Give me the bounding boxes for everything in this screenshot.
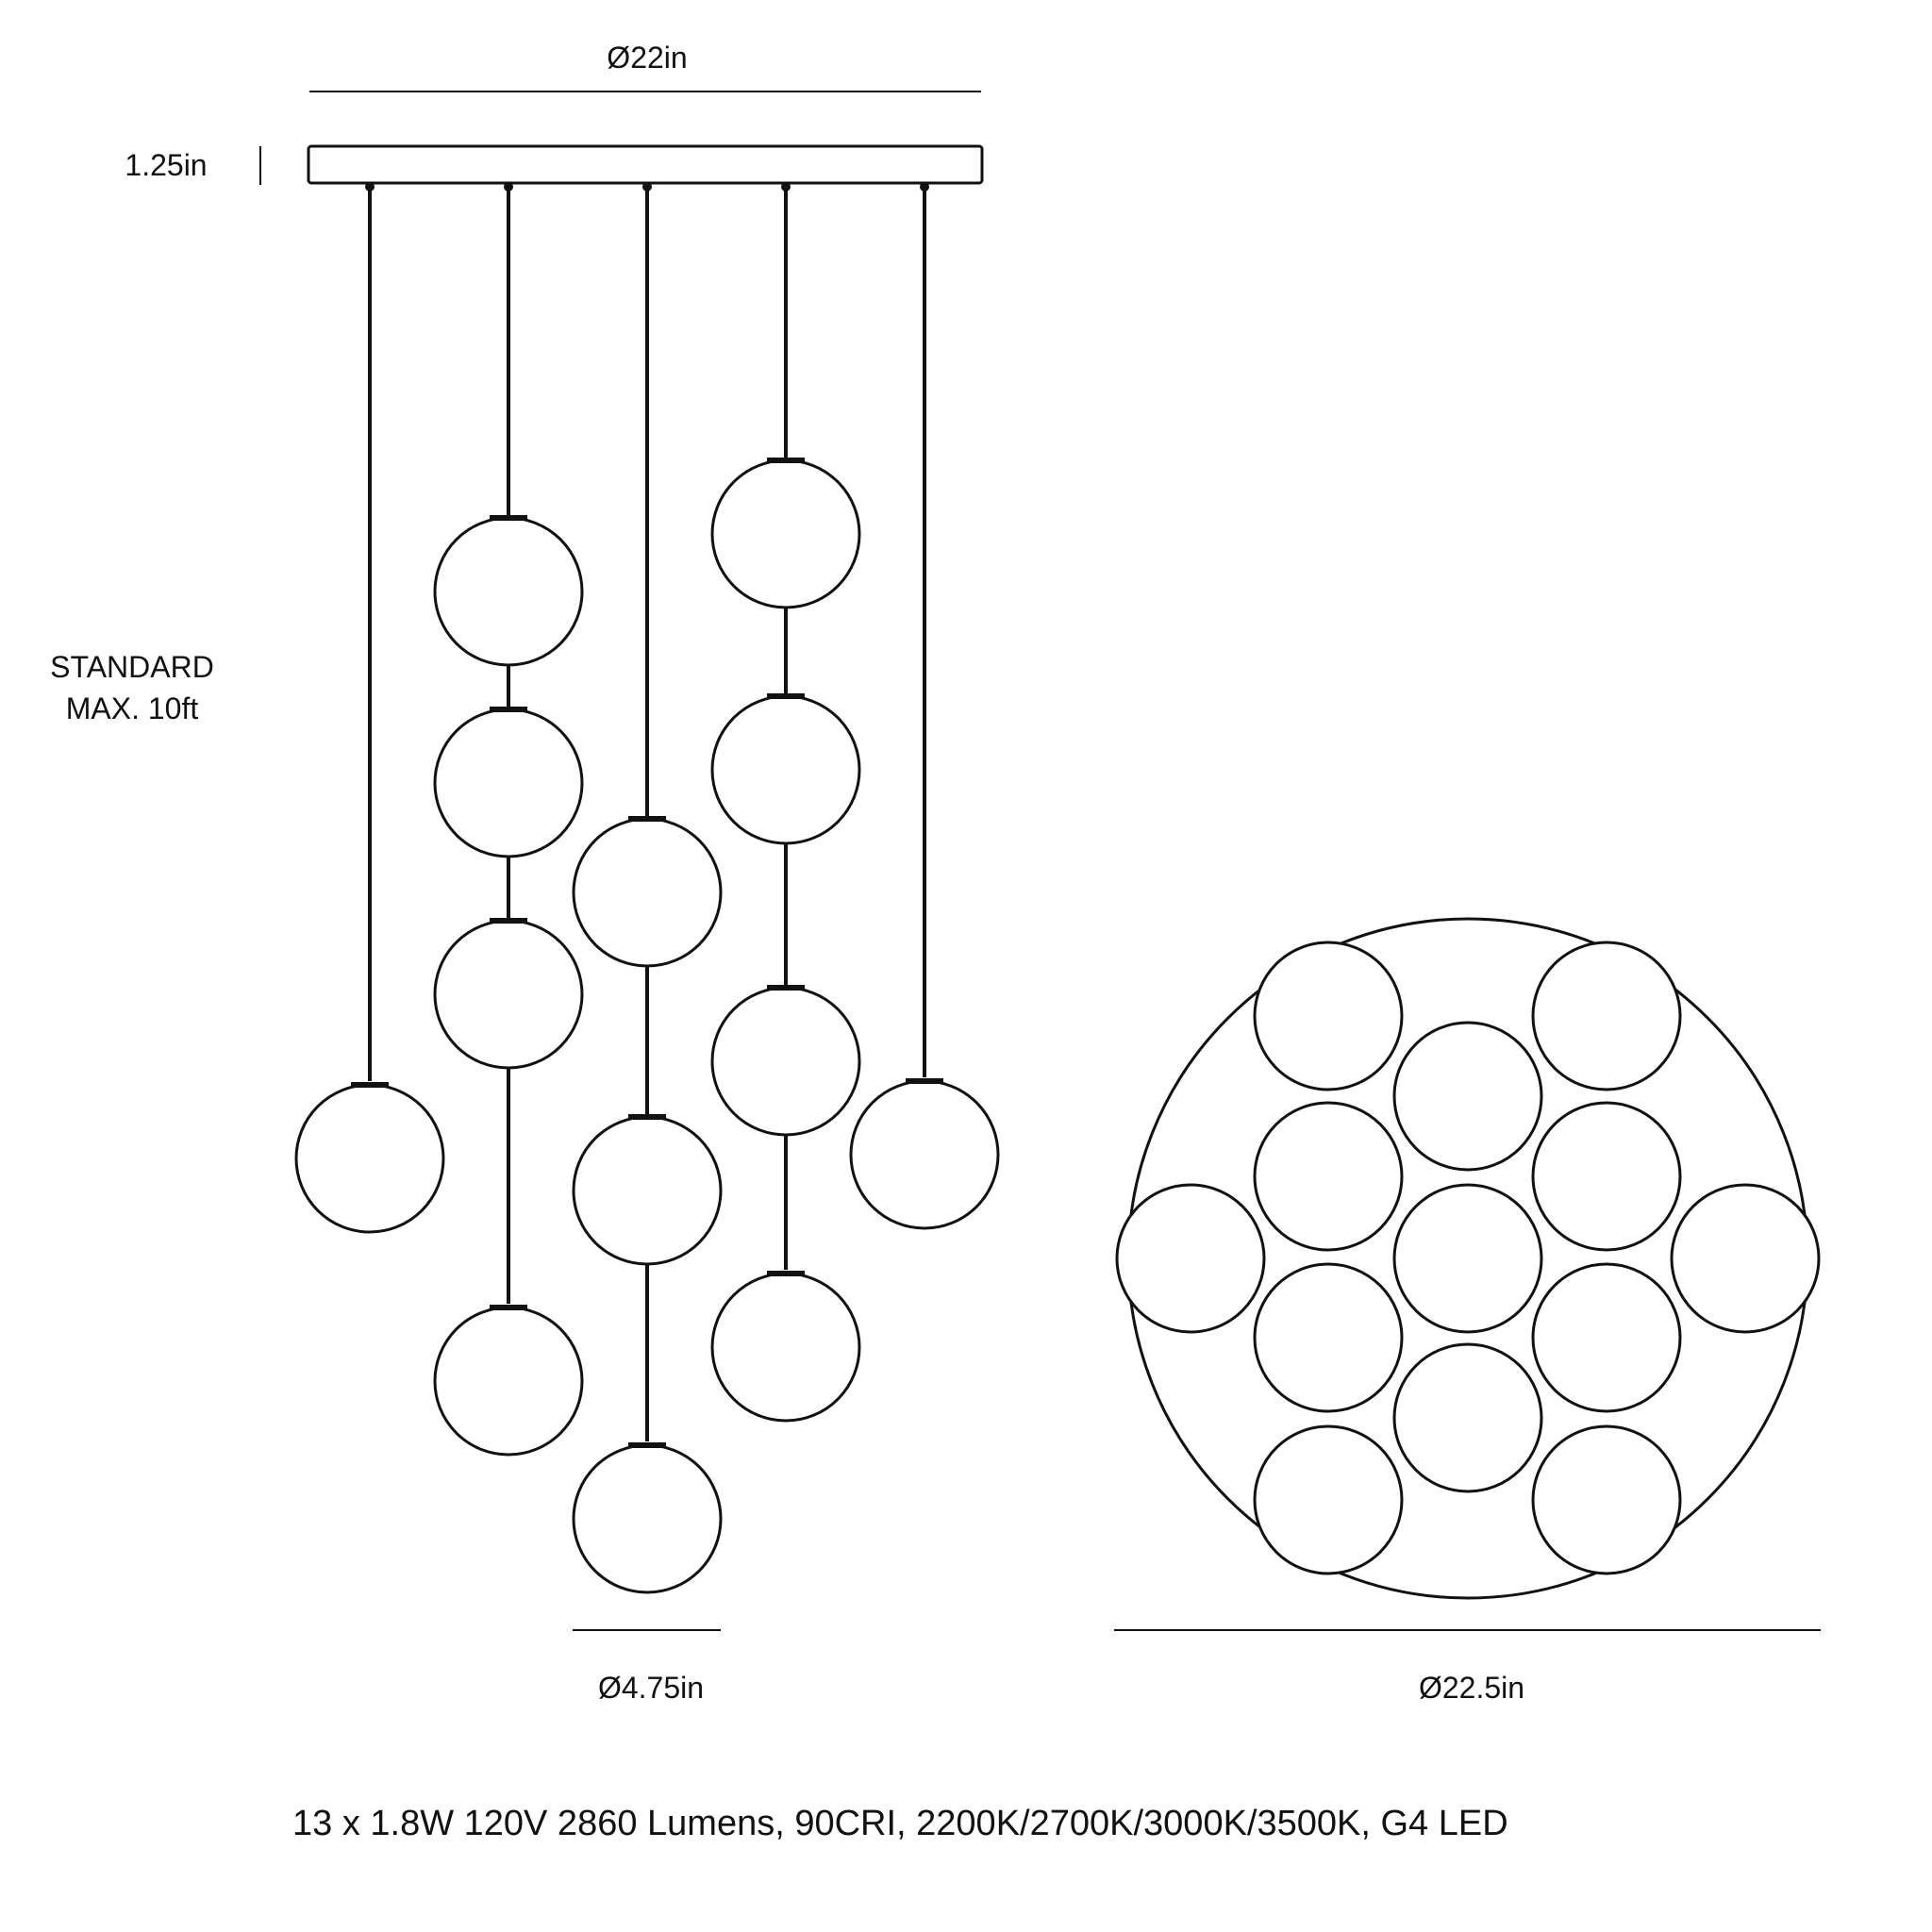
pendant-strand bbox=[294, 182, 445, 1234]
plan-globe bbox=[1531, 1262, 1682, 1413]
glass-globe bbox=[710, 1272, 861, 1423]
glass-globe bbox=[433, 516, 584, 667]
pendant-strands bbox=[294, 182, 1000, 1594]
glass-globe bbox=[572, 1115, 723, 1266]
plan-globe bbox=[1253, 1101, 1404, 1252]
canopy-plate bbox=[307, 144, 984, 185]
glass-globe bbox=[849, 1079, 1000, 1230]
globe-diameter-label: Ø4.75in bbox=[598, 1671, 704, 1705]
glass-globe bbox=[710, 694, 861, 845]
drop-length-label-line2: MAX. 10ft bbox=[66, 691, 199, 725]
plan-globe bbox=[1392, 1183, 1543, 1334]
canopy-height-label: 1.25in bbox=[125, 148, 207, 182]
drop-length-label-line1: STANDARD bbox=[50, 650, 214, 684]
canopy-connector bbox=[365, 182, 375, 192]
canopy-connector bbox=[642, 182, 652, 192]
plan-globe bbox=[1392, 1021, 1543, 1172]
plan-view bbox=[1115, 917, 1821, 1600]
glass-globe bbox=[433, 919, 584, 1070]
plan-globe bbox=[1531, 941, 1682, 1091]
glass-globe bbox=[710, 986, 861, 1137]
plan-globe bbox=[1253, 941, 1404, 1091]
canopy-connector bbox=[504, 182, 513, 192]
plan-globe bbox=[1531, 1424, 1682, 1575]
plan-globe bbox=[1253, 1424, 1404, 1575]
canopy-connector bbox=[781, 182, 791, 192]
pendant-strand bbox=[572, 182, 723, 1594]
overall-diameter-label: Ø22.5in bbox=[1419, 1671, 1524, 1705]
glass-globe bbox=[710, 458, 861, 609]
pendant-strand bbox=[849, 182, 1000, 1230]
glass-globe bbox=[294, 1083, 445, 1234]
glass-globe bbox=[433, 708, 584, 858]
glass-globe bbox=[572, 817, 723, 968]
canopy-connector bbox=[920, 182, 929, 192]
canopy-diameter-label: Ø22in bbox=[607, 41, 687, 75]
glass-globe bbox=[433, 1306, 584, 1457]
glass-globe bbox=[572, 1443, 723, 1594]
pendant-strand bbox=[710, 182, 861, 1423]
plan-globe bbox=[1253, 1262, 1404, 1413]
plan-globe bbox=[1531, 1101, 1682, 1252]
spec-line: 13 x 1.8W 120V 2860 Lumens, 90CRI, 2200K… bbox=[292, 1804, 1508, 1843]
plan-globe bbox=[1115, 1183, 1266, 1334]
plan-globe bbox=[1670, 1183, 1821, 1334]
plan-globe bbox=[1392, 1342, 1543, 1493]
pendant-strand bbox=[433, 182, 584, 1457]
